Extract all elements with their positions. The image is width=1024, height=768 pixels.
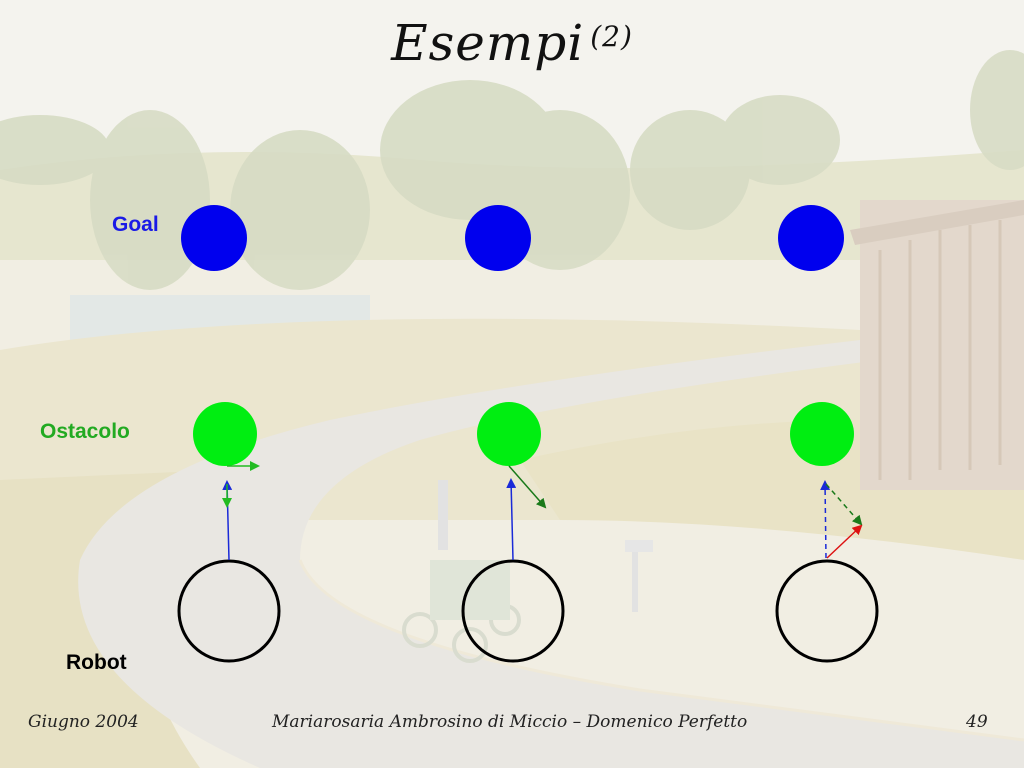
obstacle-circle-1 [193, 402, 257, 466]
obstacle-circle-2 [477, 402, 541, 466]
goal-circle-2 [465, 205, 531, 271]
slide-title-text: Esempi [391, 14, 585, 72]
goal-circle-1 [181, 205, 247, 271]
goal-circle-3 [778, 205, 844, 271]
robot-label: Robot [66, 651, 127, 674]
robot-circle-3 [775, 559, 879, 663]
resultant-vector-3 [826, 524, 863, 559]
obstacle-vector-dashed-3 [825, 483, 863, 526]
goal-vector-dashed-3 [820, 480, 831, 559]
goal-vector-2 [506, 478, 517, 561]
slide-title-superscript: (2) [590, 20, 633, 53]
footer-date: Giugno 2004 [28, 712, 139, 732]
robot-circle-2 [461, 559, 565, 663]
slide-title: Esempi(2) [0, 14, 1024, 72]
obstacle-vector-2 [508, 465, 547, 509]
example-3 [775, 205, 879, 663]
obstacle-label: Ostacolo [40, 420, 130, 443]
robot-circle-1 [177, 559, 281, 663]
example-2 [461, 205, 565, 663]
example-1 [177, 205, 281, 663]
footer-page-number: 49 [966, 712, 988, 732]
obstacle-circle-3 [790, 402, 854, 466]
goal-label: Goal [112, 213, 159, 236]
footer-authors: Mariarosaria Ambrosino di Miccio – Domen… [272, 712, 748, 732]
